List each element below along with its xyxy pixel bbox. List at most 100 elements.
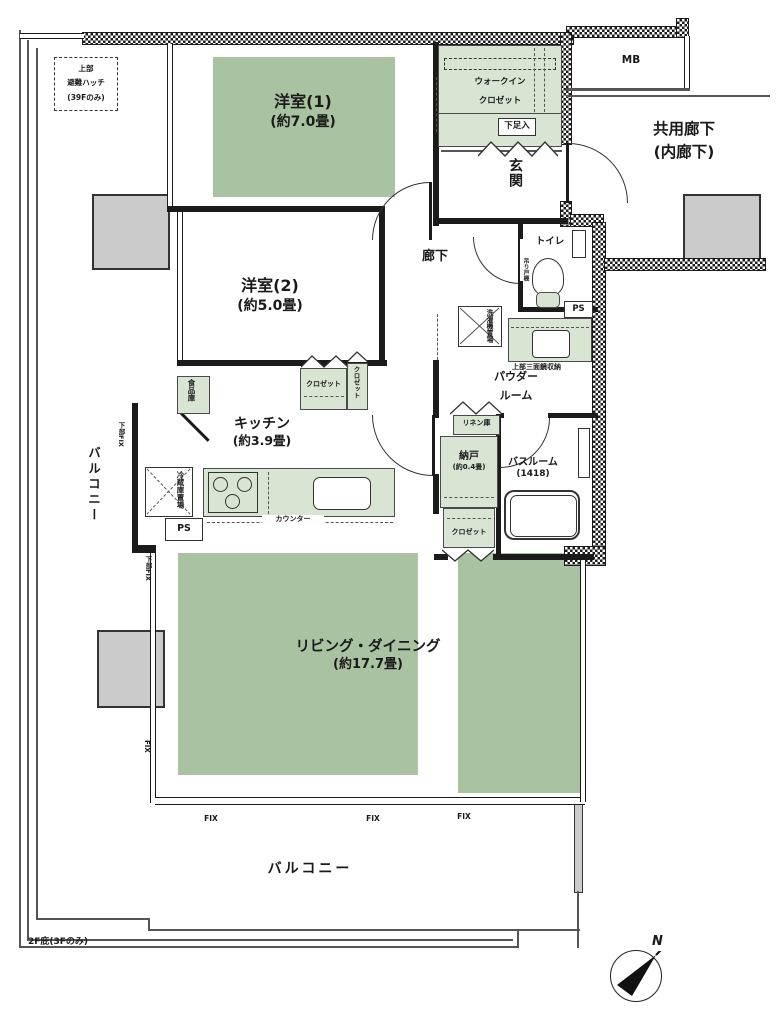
compass-north-label: N: [652, 934, 663, 949]
room-entrance-label: 玄関: [507, 158, 523, 188]
window-living-right: [580, 560, 586, 802]
walk-in-closet-label: ウォークイン クロゼット: [474, 77, 526, 106]
bathtub-inner-line: [510, 495, 577, 537]
entrance-door-leaf: [566, 143, 569, 203]
closet-bottom-dash: [447, 518, 491, 519]
balcony-bottom-label: バルコニー: [267, 861, 353, 877]
room-western1-floor: [213, 57, 395, 197]
room-western1-label: 洋室(1) (約7.0畳): [270, 92, 336, 130]
room-toilet-label: トイレ: [535, 236, 565, 247]
meter-box-label: MB: [621, 54, 641, 66]
counter-label: カウンター: [262, 515, 324, 525]
window-western2-left: [177, 206, 183, 366]
compass: [610, 950, 662, 1002]
shoe-folding-door-icon: [478, 140, 558, 157]
bathtub: [504, 490, 580, 540]
window-top-left: [20, 33, 84, 39]
western1-door-leaf: [429, 182, 432, 240]
living-dining-floor-left: [178, 553, 418, 775]
room-storage-label: 納戸 (約0.4畳): [452, 451, 486, 471]
eaves-outline-bottom-inner: [27, 939, 513, 941]
powder-open-boundary: [437, 314, 438, 360]
vanity-sink: [532, 330, 570, 358]
closet-h-label: クロゼット: [306, 380, 341, 388]
vanity-note-label: 上部三面鏡収納: [512, 363, 561, 371]
refrigerator-space-box: [145, 467, 193, 517]
pantry-label: 食品庫: [187, 379, 196, 402]
closet-v-label: クロゼット: [352, 366, 360, 399]
balcony-left-label: バルコニー: [86, 446, 101, 524]
fix-label-bottom-1: FIX: [204, 814, 218, 823]
window-mb-right: [684, 36, 690, 90]
linen-folding-door-icon: [450, 401, 502, 415]
evacuation-hatch-label: 上部 避難ハッチ (39Fのみ): [67, 64, 105, 102]
burner-icon: [225, 494, 240, 509]
eaves-outline-step: [517, 931, 519, 948]
wall-mb-right-stub: [676, 18, 689, 38]
linen-cabinet-box: [453, 415, 500, 435]
pipe-space-right-label: PS: [572, 304, 585, 314]
wall-top: [82, 32, 574, 45]
wic-dash-1: [534, 48, 535, 112]
room-kitchen-label: キッチン (約3.9畳): [232, 416, 292, 449]
wall-toilet-left-lower: [518, 281, 523, 312]
wall-unit-right: [592, 222, 606, 560]
shoe-cabinet-box: 下足入: [498, 118, 536, 136]
hallway-door-leaf: [432, 415, 435, 476]
common-corridor-label: 共用廊下 (内廊下): [652, 120, 715, 162]
balcony-edge-left: [36, 48, 38, 920]
balcony-edge-bottom: [148, 929, 580, 931]
closet-h-dash: [304, 396, 344, 397]
balcony-edge-left-step: [148, 918, 150, 931]
living-dining-floor-right: [458, 553, 580, 793]
burner-icon: [213, 477, 228, 492]
closet-v-box: [347, 363, 368, 410]
toilet-door-leaf: [518, 237, 520, 284]
x-cross-icon: [459, 307, 500, 345]
linen-cabinet-label: リネン庫: [462, 419, 491, 427]
wic-door-dash: [436, 77, 437, 132]
closet-h-folding-door-icon: [301, 355, 348, 368]
toilet-note-label: 吊り戸棚: [522, 258, 528, 282]
wall-toilet-left-upper: [518, 224, 523, 239]
washer-space-label: 洗濯機置場: [485, 309, 493, 343]
corridor-edge-line: [566, 95, 770, 97]
stove-box: [208, 472, 258, 513]
closet-v-folding-door-icon: [347, 351, 368, 363]
window-living-left: [150, 551, 156, 803]
bath-niche: [578, 428, 590, 478]
kitchen-sink: [313, 477, 371, 510]
room-powder-label: パウダー ルーム: [494, 370, 538, 402]
toilet-door-arc: [473, 237, 520, 284]
wall-mb-top: [566, 26, 678, 38]
wall-bath-left: [496, 413, 501, 558]
room-living-label: リビング・ダイニング (約17.7畳): [295, 639, 441, 672]
hallway-door-arc: [372, 415, 433, 476]
corridor-partition: [683, 194, 761, 268]
entrance-step-line: [441, 150, 562, 152]
wall-kitchen-top: [177, 360, 387, 366]
balcony-partition-right-bar: [574, 801, 583, 893]
pipe-space-left-label: PS: [177, 523, 191, 534]
wall-entrance-left: [433, 42, 439, 226]
pipe-space-left-box: PS: [165, 518, 203, 541]
wall-mb-bottom: [566, 88, 690, 91]
closet-bottom-box: [443, 508, 495, 548]
compass-needle-icon: [617, 951, 662, 996]
toilet-hand-basin: [572, 230, 586, 258]
fix-side-label: FIX: [143, 740, 151, 753]
eaves-outline-bottom-outer: [19, 946, 519, 948]
fix-lower-label-2: 下部FIX: [144, 556, 152, 581]
vanity-dash: [511, 327, 589, 328]
window-western1-left: [167, 44, 173, 208]
pantry-box: [177, 376, 210, 414]
wall-toilet-bottom: [518, 307, 598, 312]
wall-bath-top-right: [548, 413, 598, 418]
room-hallway-label: 廊下: [421, 249, 448, 264]
storage-room-floor: [440, 436, 498, 508]
storage-dash: [444, 497, 494, 498]
evacuation-hatch-box: 上部 避難ハッチ (39Fのみ): [54, 57, 118, 111]
refrigerator-space-label: 冷蔵庫置場: [176, 471, 185, 509]
pipe-space-right-box: PS: [564, 301, 593, 318]
wall-powder-left: [433, 360, 439, 418]
